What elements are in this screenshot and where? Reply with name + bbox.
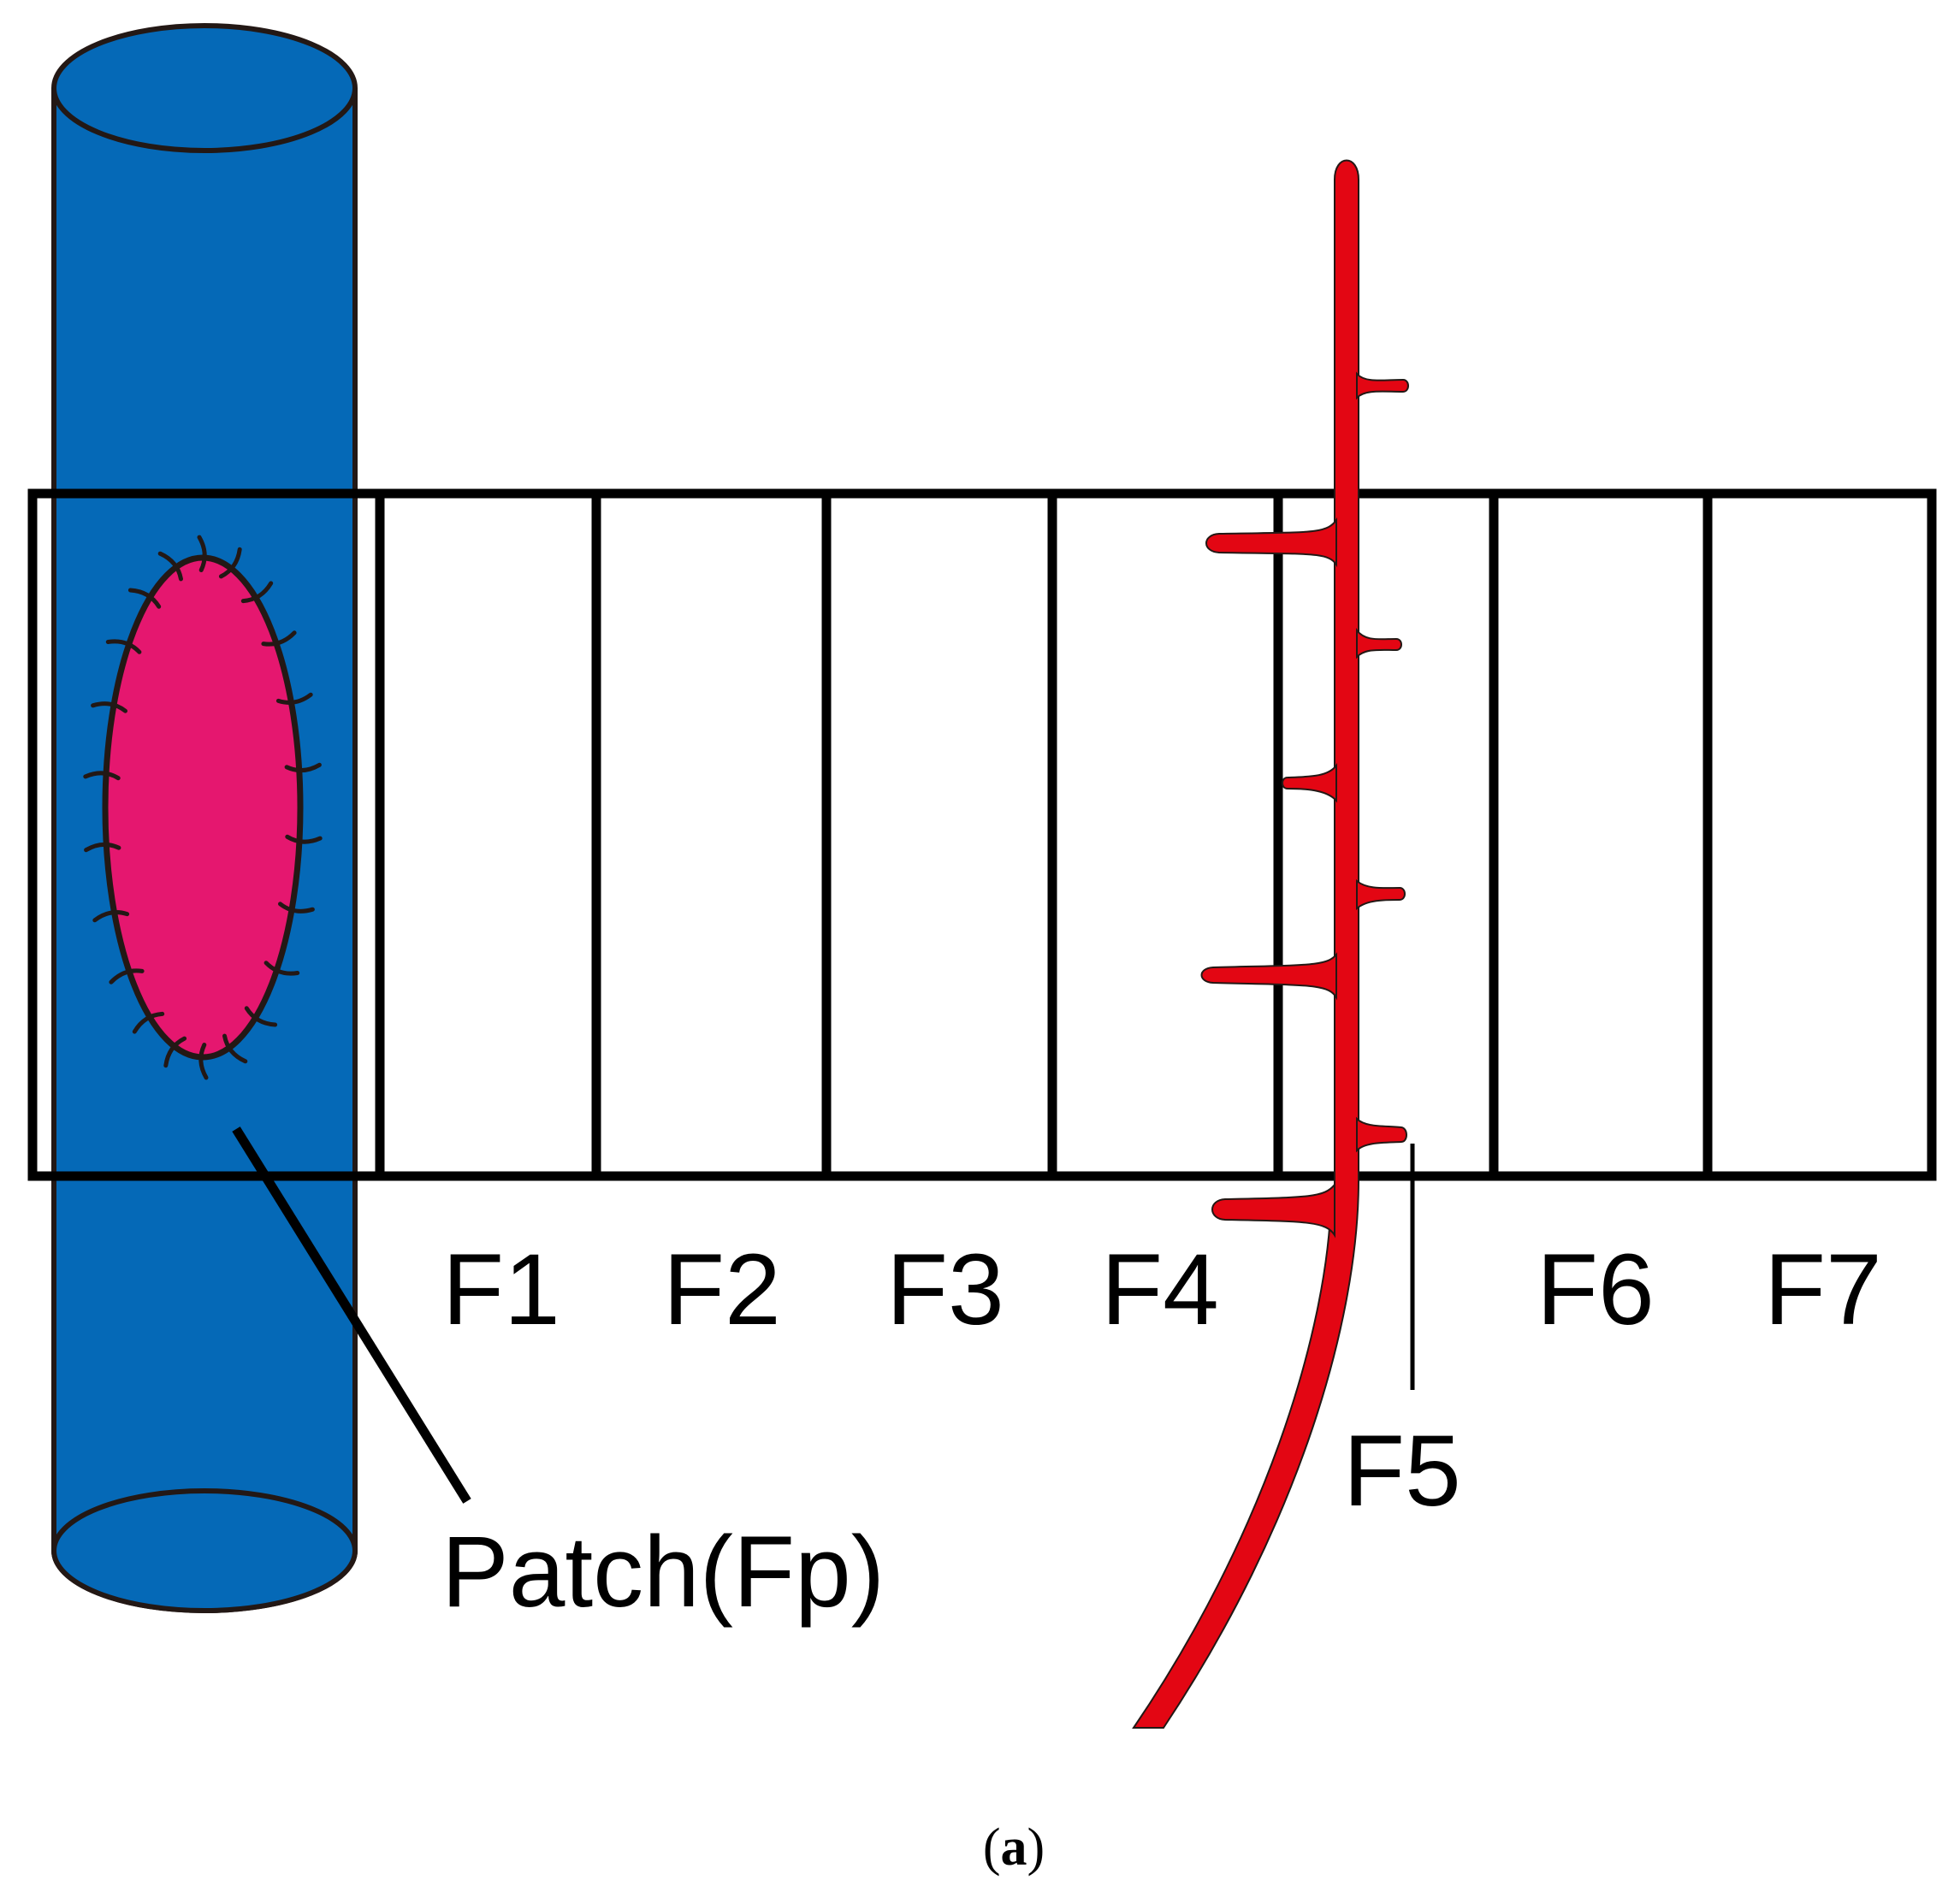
suture-mark	[222, 1033, 248, 1064]
suture-mark	[127, 588, 162, 609]
label-patch: Patch(Fp)	[441, 1516, 885, 1629]
artery-branch-8	[1211, 1182, 1335, 1239]
caption-letter: a	[1001, 1818, 1027, 1877]
suture-mark	[105, 639, 142, 654]
label-f1: F1	[442, 1233, 560, 1346]
artery-branch-3	[1356, 628, 1402, 659]
artery	[1132, 159, 1409, 1729]
artery-branch-4	[1282, 763, 1337, 803]
patch-leader-line	[232, 1126, 471, 1504]
caption-close-paren: )	[1027, 1818, 1045, 1877]
artery-branch-2	[1205, 517, 1337, 568]
suture-mark	[285, 834, 323, 844]
suture-mark	[275, 692, 313, 705]
suture-marks	[83, 535, 323, 1080]
suture-mark	[264, 961, 300, 976]
suture-mark	[261, 630, 297, 647]
label-f4: F4	[1101, 1233, 1219, 1346]
suture-mark	[197, 535, 207, 572]
flap-grid	[27, 488, 1937, 1181]
artery-trunk	[1132, 159, 1359, 1729]
label-f7: F7	[1764, 1233, 1882, 1346]
suture-mark	[284, 762, 322, 773]
suture-mark	[83, 771, 121, 781]
suture-mark	[157, 551, 183, 582]
segment-labels: F1 F2 F3 F4 F5 F6 F7	[442, 1233, 1882, 1528]
suture-mark	[218, 547, 242, 579]
patch-ellipse-group	[83, 535, 323, 1080]
suture-mark	[244, 1006, 278, 1027]
label-f6: F6	[1537, 1233, 1655, 1346]
suture-mark	[84, 842, 121, 853]
label-f3: F3	[886, 1233, 1004, 1346]
figure-caption: (a)	[983, 1818, 1045, 1877]
suture-mark	[132, 1011, 165, 1034]
artery-branch-7	[1356, 1116, 1407, 1153]
suture-mark	[240, 581, 274, 604]
vessel-cylinder	[51, 23, 358, 1613]
artery-branch-1	[1356, 371, 1409, 400]
artery-branch-6	[1200, 952, 1337, 1001]
label-f2: F2	[663, 1233, 781, 1346]
label-f5: F5	[1343, 1415, 1461, 1528]
caption-open-paren: (	[983, 1818, 1001, 1877]
vessel-top-cap	[51, 23, 358, 153]
suture-mark	[91, 701, 127, 713]
vessel-bottom-opening	[51, 1488, 358, 1613]
suture-mark	[163, 1036, 187, 1068]
suture-mark	[198, 1043, 209, 1080]
patch-ellipse	[102, 554, 304, 1061]
artery-branch-5	[1356, 878, 1406, 911]
suture-mark	[109, 968, 145, 985]
suture-mark	[92, 910, 130, 923]
suture-mark	[278, 902, 315, 914]
